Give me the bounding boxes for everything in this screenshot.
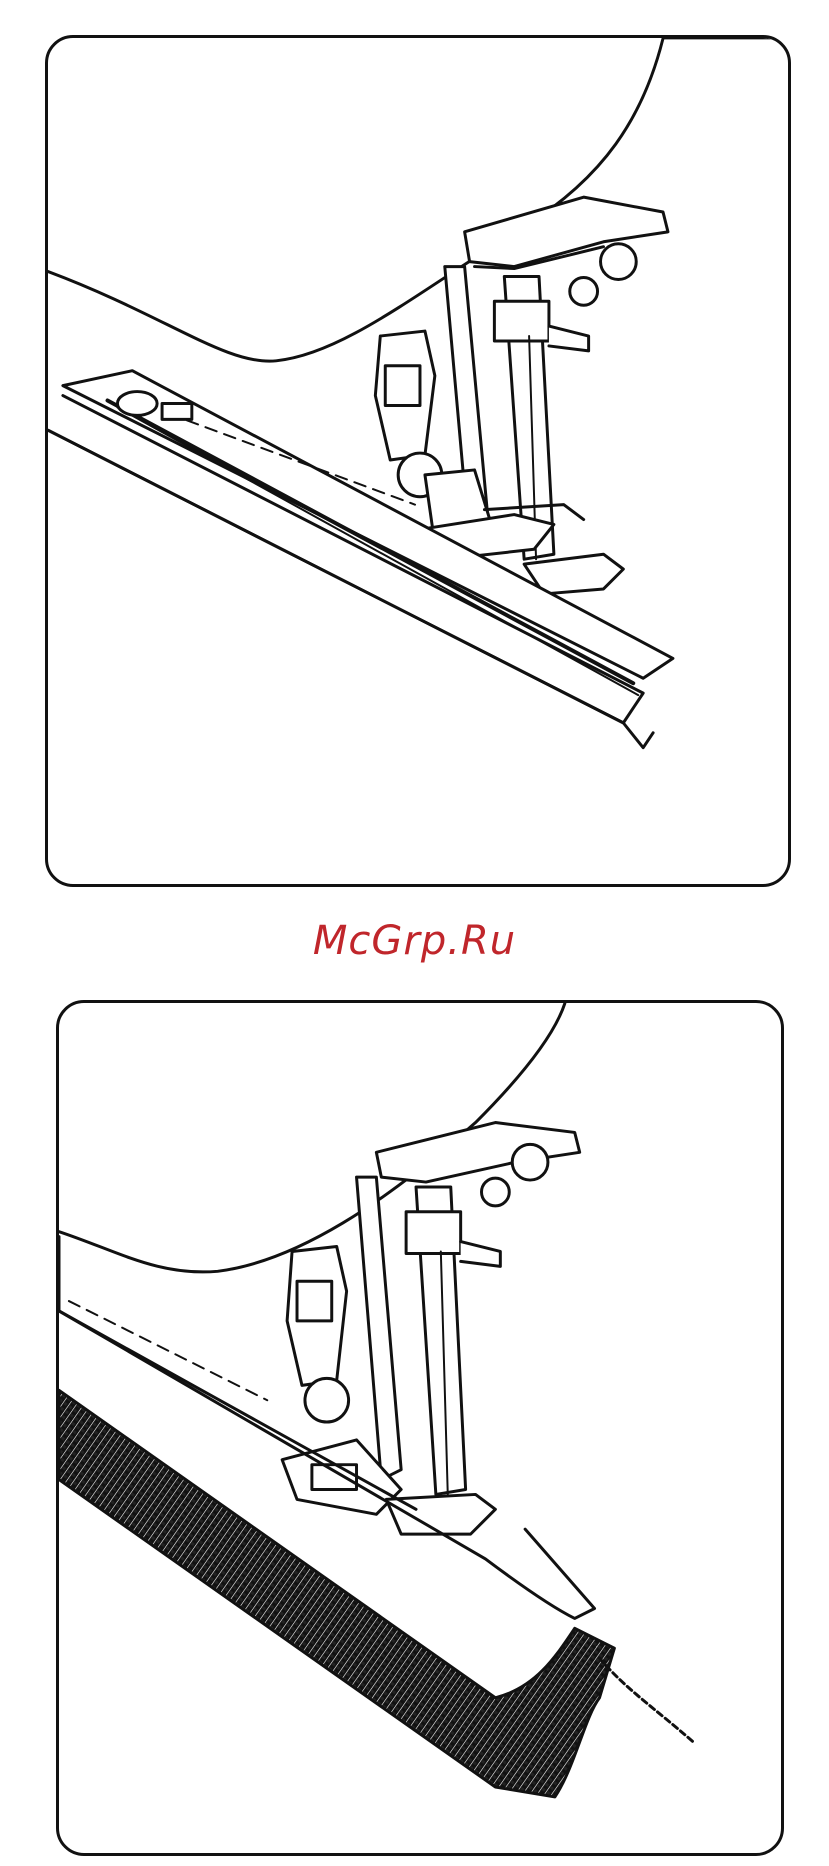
illustration-panel-cording [56,1000,784,1856]
sewing-machine-cording-icon [59,1003,781,1853]
sewing-machine-zipper-foot-icon [48,38,788,884]
watermark-text: McGrp.Ru [0,918,829,964]
illustration-panel-zipper [45,35,791,887]
